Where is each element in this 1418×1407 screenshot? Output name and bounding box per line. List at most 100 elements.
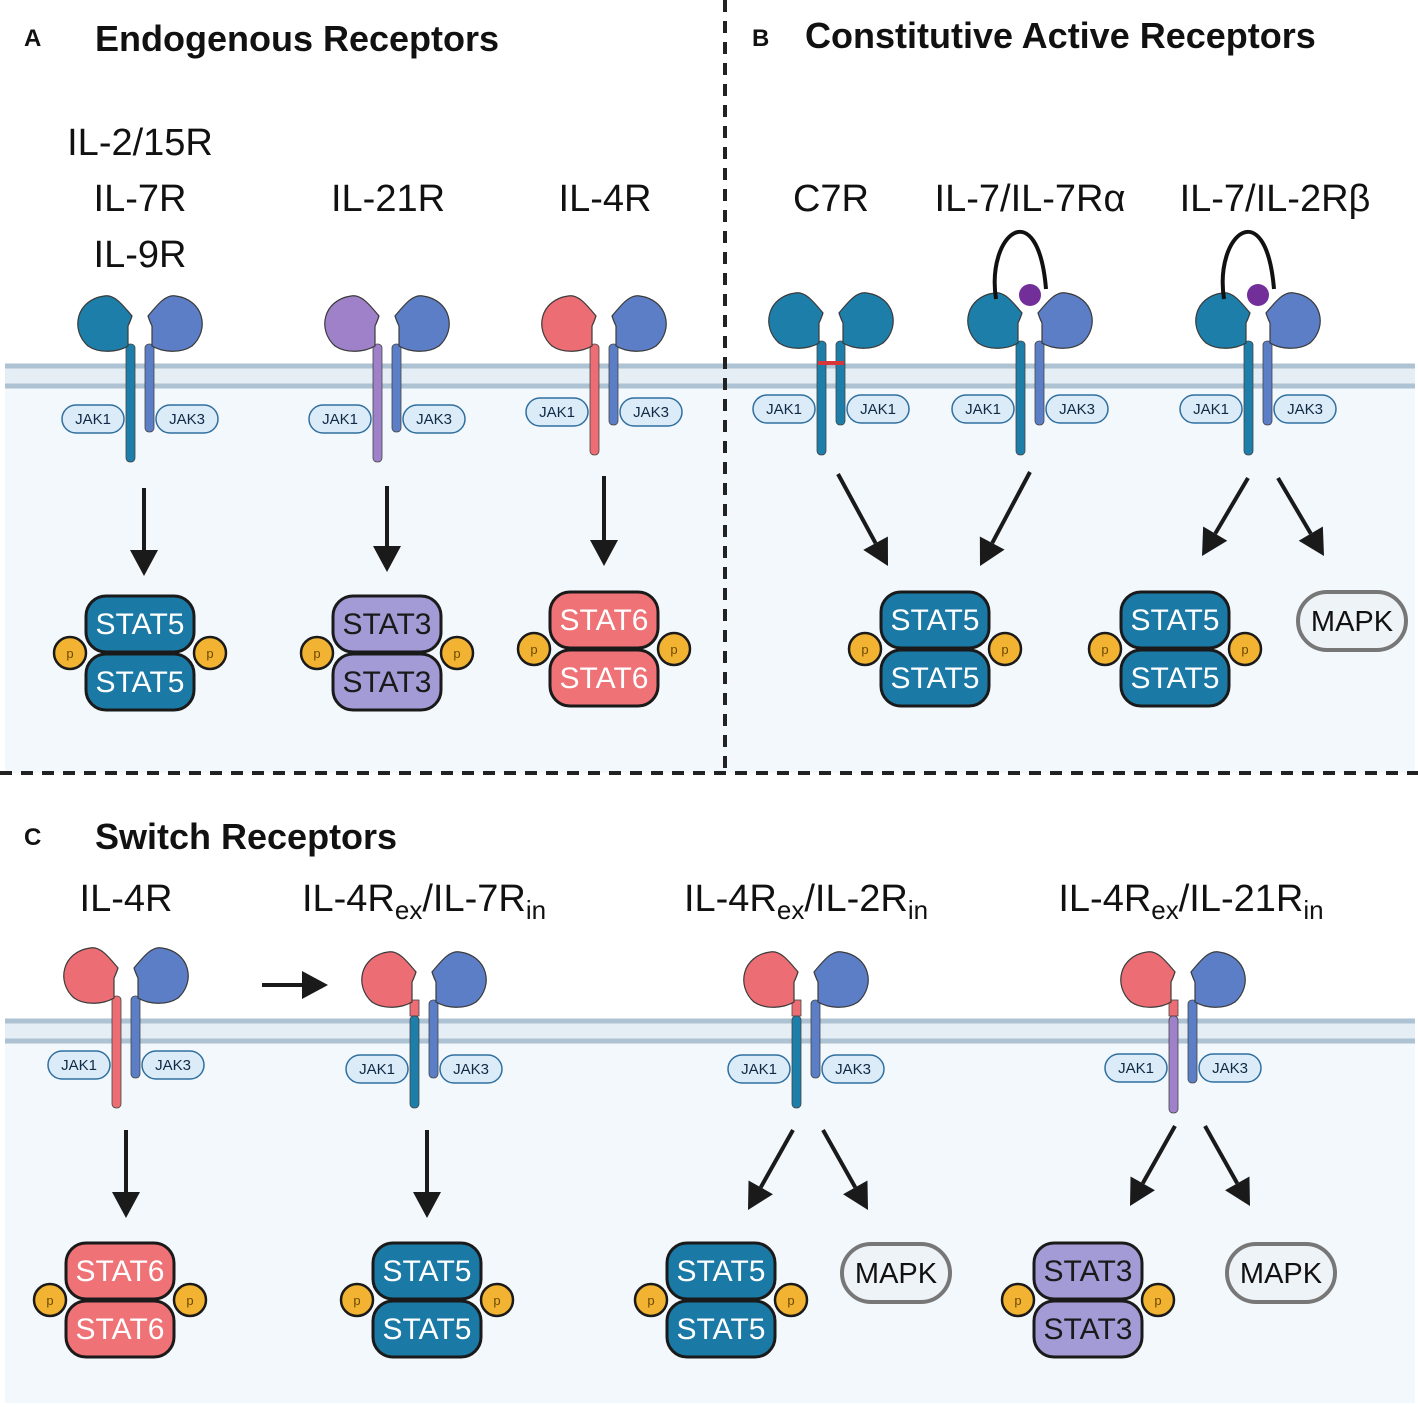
receptor-c1-left-domain <box>63 947 119 1004</box>
arrow-c4-stat-head <box>1130 1176 1155 1206</box>
arrow-b1 <box>836 473 888 566</box>
receptor-a1-label-line1: IL-2/15R <box>67 122 213 164</box>
panel-b-title: Constitutive Active Receptors <box>805 15 1316 56</box>
receptor-b2-left-stalk <box>1015 340 1026 456</box>
receptor-b3-right-domain <box>1265 292 1321 349</box>
stat-dimer-c2-subunit1-label: STAT5 <box>383 1255 472 1288</box>
stat-dimer-a1-phospho1-label: p <box>66 646 73 661</box>
arrow-b2-head <box>979 536 1005 566</box>
arrow-c3-stat-head <box>748 1180 773 1210</box>
stat-dimer-b12-subunit1 <box>879 590 991 650</box>
arrow-b3-mapk-head <box>1298 526 1324 556</box>
receptor-a2-left-stalk <box>372 343 383 463</box>
stat-dimer-c4-subunit1-label: STAT3 <box>1044 1255 1133 1288</box>
stat-dimer-c4-subunit2-label: STAT3 <box>1044 1313 1133 1346</box>
stat-dimer-b3-phospho2-icon <box>1227 631 1263 667</box>
mapk-c3: MAPK <box>840 1242 952 1304</box>
receptor-a1-jak2-oval <box>155 404 219 434</box>
receptor-a1-left-stalk <box>125 343 136 463</box>
stat-dimer-a3-subunit2-label: STAT6 <box>560 662 649 695</box>
receptor-c3-left-domain <box>743 951 799 1008</box>
stat-dimer-c3-subunit2 <box>665 1299 777 1359</box>
arrow-b3-stat <box>1202 476 1250 556</box>
receptor-a1-right-domain <box>147 295 203 352</box>
receptor-c4-jak2-oval <box>1198 1053 1262 1083</box>
receptor-a3-right-domain-shape <box>611 295 667 352</box>
stat-dimer-b12-subunit2-label: STAT5 <box>891 662 980 695</box>
receptor-b1-jak1-oval <box>752 394 816 424</box>
stat-dimer-c3-phospho1-icon <box>633 1282 669 1318</box>
receptor-c2-right-stalk <box>428 999 439 1079</box>
stat-dimer-a2-subunit1-label: STAT3 <box>343 608 432 641</box>
receptor-a2-left-domain <box>324 295 380 352</box>
stat-dimer-b12-phospho2-label: p <box>1001 642 1008 657</box>
receptor-c3-label-sub2: in <box>908 895 928 925</box>
mapk-b3-pill <box>1296 590 1408 652</box>
stat-dimer-a2-phospho1-label: p <box>313 646 320 661</box>
arrow-c3-mapk-head <box>843 1180 868 1210</box>
mapk-c4-pill <box>1225 1242 1337 1304</box>
arrow-c4-mapk-shaft <box>1203 1125 1239 1185</box>
stat-dimer-c3-subunit2-label: STAT5 <box>677 1313 766 1346</box>
receptor-a3-jak2-label: JAK3 <box>633 404 669 421</box>
stat-dimer-b3-subunit1 <box>1119 590 1231 650</box>
stat-dimer-c1-phospho1-label: p <box>46 1293 53 1308</box>
receptor-a1-jak1-label: JAK1 <box>75 411 111 428</box>
stat-dimer-b12-subunit1-label: STAT5 <box>891 604 980 637</box>
receptor-a2-jak1-oval <box>308 404 372 434</box>
arrow-a3-head <box>590 540 618 566</box>
receptor-b2-tether-linker <box>992 229 1048 300</box>
receptor-b1-right-domain <box>838 292 894 349</box>
arrow-c3-stat <box>748 1129 795 1210</box>
receptor-b2-left-domain <box>967 292 1023 349</box>
stat-dimer-a1-subunit1 <box>84 594 196 654</box>
receptor-b2-jak2-oval <box>1045 394 1109 424</box>
receptor-c1-right-domain <box>133 947 189 1004</box>
receptor-b3-left-stalk <box>1243 340 1254 456</box>
receptor-c4-jak1-oval <box>1104 1053 1168 1083</box>
receptor-b3-right-stalk <box>1262 340 1273 426</box>
stat-dimer-b12-phospho1-label: p <box>861 642 868 657</box>
panel-dividers <box>0 0 1418 775</box>
stat-dimer-c3-subunit1 <box>665 1241 777 1301</box>
arrow-b2-shaft <box>990 471 1032 544</box>
arrow-c3-mapk-shaft <box>821 1129 857 1189</box>
receptor-a3-right-domain <box>611 295 667 352</box>
receptor-b1-jak1-label: JAK1 <box>766 401 802 418</box>
receptor-a3-left-stalk <box>589 343 600 456</box>
receptor-c1-right-domain-shape <box>133 947 189 1004</box>
mapk-c4: MAPK <box>1225 1242 1337 1304</box>
background <box>5 363 1415 1403</box>
receptor-b1-label: C7R <box>793 178 869 220</box>
receptor-a3-left-domain <box>541 295 597 352</box>
receptor-c1-jak2-oval <box>141 1050 205 1080</box>
arrow-c4-mapk <box>1203 1125 1250 1206</box>
arrow-a1-head <box>130 550 158 576</box>
panel-c-letter: C <box>24 824 41 851</box>
arrow-c2-head <box>413 1192 441 1218</box>
stat-dimer-c3-phospho1-label: p <box>647 1293 654 1308</box>
stat-dimer-b12-phospho1-icon <box>847 631 883 667</box>
arrow-a3 <box>590 476 618 566</box>
stat-dimer-c2-phospho1-icon <box>339 1282 375 1318</box>
receptor-a1-right-stalk <box>144 343 155 433</box>
stat-dimer-a1-phospho1-icon <box>52 635 88 671</box>
receptor-c3-label-mid: /IL-2R <box>804 878 907 920</box>
stat-dimer-c2-phospho2-icon <box>479 1282 515 1318</box>
stat-dimer-a2-phospho2-label: p <box>453 646 460 661</box>
receptor-c2-jak1-label: JAK1 <box>359 1061 395 1078</box>
receptor-b2-jak1-oval <box>951 394 1015 424</box>
membrane-bottom-band <box>5 1021 1415 1041</box>
arrow-b2 <box>979 471 1032 566</box>
receptor-b2-label: IL-7/IL-7Rα <box>935 178 1126 220</box>
receptor-b3-left-domain-shape <box>1195 292 1251 349</box>
stat-dimer-a3-phospho2-icon <box>656 631 692 667</box>
arrow-c1-head <box>112 1192 140 1218</box>
membrane-top-band <box>5 366 1415 386</box>
